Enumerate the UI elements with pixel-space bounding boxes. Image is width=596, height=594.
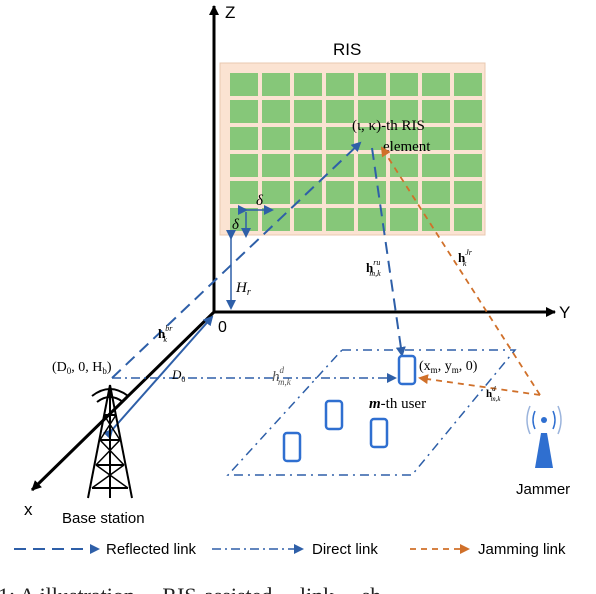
ris-element — [390, 181, 418, 204]
phone-icon — [282, 431, 302, 463]
base-station-icon — [87, 384, 133, 499]
z-axis-label: Z — [225, 3, 235, 22]
phone-icon — [397, 354, 417, 386]
d0-distance-line — [102, 315, 214, 440]
ris-element — [230, 73, 258, 96]
reflected-link-ris-user — [371, 147, 406, 357]
ris-panel: RIS (ι, κ)-th RIS element δ δ Hr — [219, 40, 486, 310]
ris-element — [326, 127, 354, 150]
ris-element — [294, 100, 322, 123]
ris-element — [262, 154, 290, 177]
ris-element — [326, 73, 354, 96]
ris-element — [294, 73, 322, 96]
user-coordinate: (xm, ym, 0) — [419, 359, 478, 375]
ris-element — [358, 73, 386, 96]
ris-element — [390, 127, 418, 150]
caption-fragment: 1: A illustration ... RIS-assisted ... l… — [0, 583, 381, 594]
ris-element — [422, 208, 450, 231]
ris-element — [422, 73, 450, 96]
ris-element — [454, 181, 482, 204]
ris-element-label: (ι, κ)-th RIS — [352, 118, 425, 134]
ris-element — [262, 100, 290, 123]
ris-element — [294, 154, 322, 177]
ris-element — [262, 73, 290, 96]
ris-element — [294, 127, 322, 150]
ris-element — [390, 208, 418, 231]
ris-element — [326, 100, 354, 123]
jamming-link-user — [418, 374, 541, 396]
legend-direct-label: Direct link — [312, 541, 378, 558]
x-axis-label: x — [24, 500, 33, 519]
ris-element — [422, 181, 450, 204]
delta-label-1: δ — [256, 193, 264, 209]
bs-label: Base station — [62, 510, 145, 527]
ris-element — [454, 73, 482, 96]
bs-distance-label: D0 — [171, 367, 185, 384]
ris-element — [390, 100, 418, 123]
ris-element — [422, 100, 450, 123]
ris-element — [454, 154, 482, 177]
ris-element — [422, 154, 450, 177]
delta-label-2: δ — [232, 217, 240, 233]
ris-element — [358, 181, 386, 204]
legend-reflected-label: Reflected link — [106, 541, 197, 558]
ris-element-grid — [230, 73, 482, 231]
ris-element — [262, 127, 290, 150]
ris-element — [454, 100, 482, 123]
y-axis-label: Y — [559, 303, 570, 322]
ris-element — [390, 73, 418, 96]
ris-element — [454, 127, 482, 150]
ris-element — [358, 127, 386, 150]
ris-title: RIS — [333, 40, 361, 59]
jammer-icon — [526, 405, 562, 468]
jamming-link-ris — [380, 146, 541, 396]
ris-element — [230, 154, 258, 177]
jammer-label: Jammer — [516, 481, 570, 498]
ris-element — [326, 208, 354, 231]
ris-element — [358, 100, 386, 123]
ris-element — [230, 181, 258, 204]
ris-element-label-2: element — [383, 139, 431, 155]
legend-jamming-label: Jamming link — [478, 541, 566, 558]
ris-element — [326, 181, 354, 204]
bs-coordinate: (D0, 0, Hb) — [52, 360, 112, 376]
ris-element — [262, 181, 290, 204]
ris-element — [422, 127, 450, 150]
phone-icon — [324, 399, 344, 431]
user-area — [226, 349, 517, 476]
ris-element — [262, 208, 290, 231]
user-devices — [282, 354, 417, 463]
ris-element — [390, 154, 418, 177]
ris-element — [326, 154, 354, 177]
ris-height-label: Hr — [235, 280, 251, 298]
legend: Reflected link Direct link Jamming link — [14, 541, 566, 558]
ris-element — [294, 208, 322, 231]
ris-element — [230, 100, 258, 123]
ris-element — [454, 208, 482, 231]
ris-element — [230, 127, 258, 150]
ris-element — [358, 208, 386, 231]
origin-label: 0 — [218, 319, 227, 336]
phone-icon — [369, 417, 389, 449]
ris-element — [358, 154, 386, 177]
user-label: m-th user — [369, 396, 426, 412]
